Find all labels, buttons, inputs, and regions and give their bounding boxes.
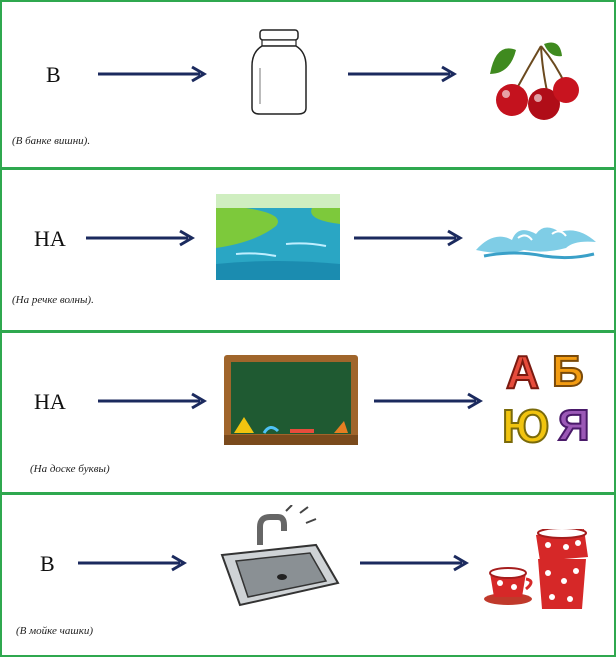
jar-icon: [251, 29, 307, 115]
caption-text: (На доске буквы): [30, 463, 110, 475]
preposition-label: В: [40, 551, 55, 576]
arrow-icon: [348, 65, 457, 83]
caption-text: (В мойке чашки): [16, 625, 94, 637]
arrow-icon: [360, 554, 469, 572]
letter-b: Б: [551, 346, 585, 397]
chalkboard-icon: [224, 355, 358, 445]
preposition-label: В: [46, 62, 61, 87]
arrow-icon: [354, 229, 463, 247]
row-separator: [2, 330, 614, 333]
cups-icon: [484, 529, 588, 609]
letter-ya: Я: [557, 400, 591, 451]
letters-icon: А Б Ю Я: [501, 345, 606, 457]
row-separator: [2, 167, 614, 170]
letter-a: А: [505, 345, 540, 399]
arrow-icon: [98, 392, 207, 410]
row-jar-cherries: В (В банке вишни).: [2, 2, 614, 167]
caption-text: (На речке волны).: [12, 294, 94, 306]
preposition-label: НА: [34, 389, 66, 414]
arrow-icon: [374, 392, 483, 410]
arrow-icon: [86, 229, 195, 247]
row-separator: [2, 492, 614, 495]
sink-icon: [220, 505, 340, 607]
letter-yu: Ю: [501, 399, 550, 453]
preposition-label: НА: [34, 226, 66, 251]
row-board-letters: НА А Б Ю Я (На доске буквы): [2, 333, 614, 492]
row-river-waves: НА (На речке волны).: [2, 170, 614, 330]
arrow-icon: [78, 554, 187, 572]
cherries-icon: [490, 42, 579, 120]
row-sink-cups: В (В мойке чашки: [2, 495, 614, 655]
arrow-icon: [98, 65, 207, 83]
river-icon: [216, 194, 340, 280]
caption-text: (В банке вишни).: [12, 135, 91, 147]
waves-icon: [476, 227, 596, 260]
